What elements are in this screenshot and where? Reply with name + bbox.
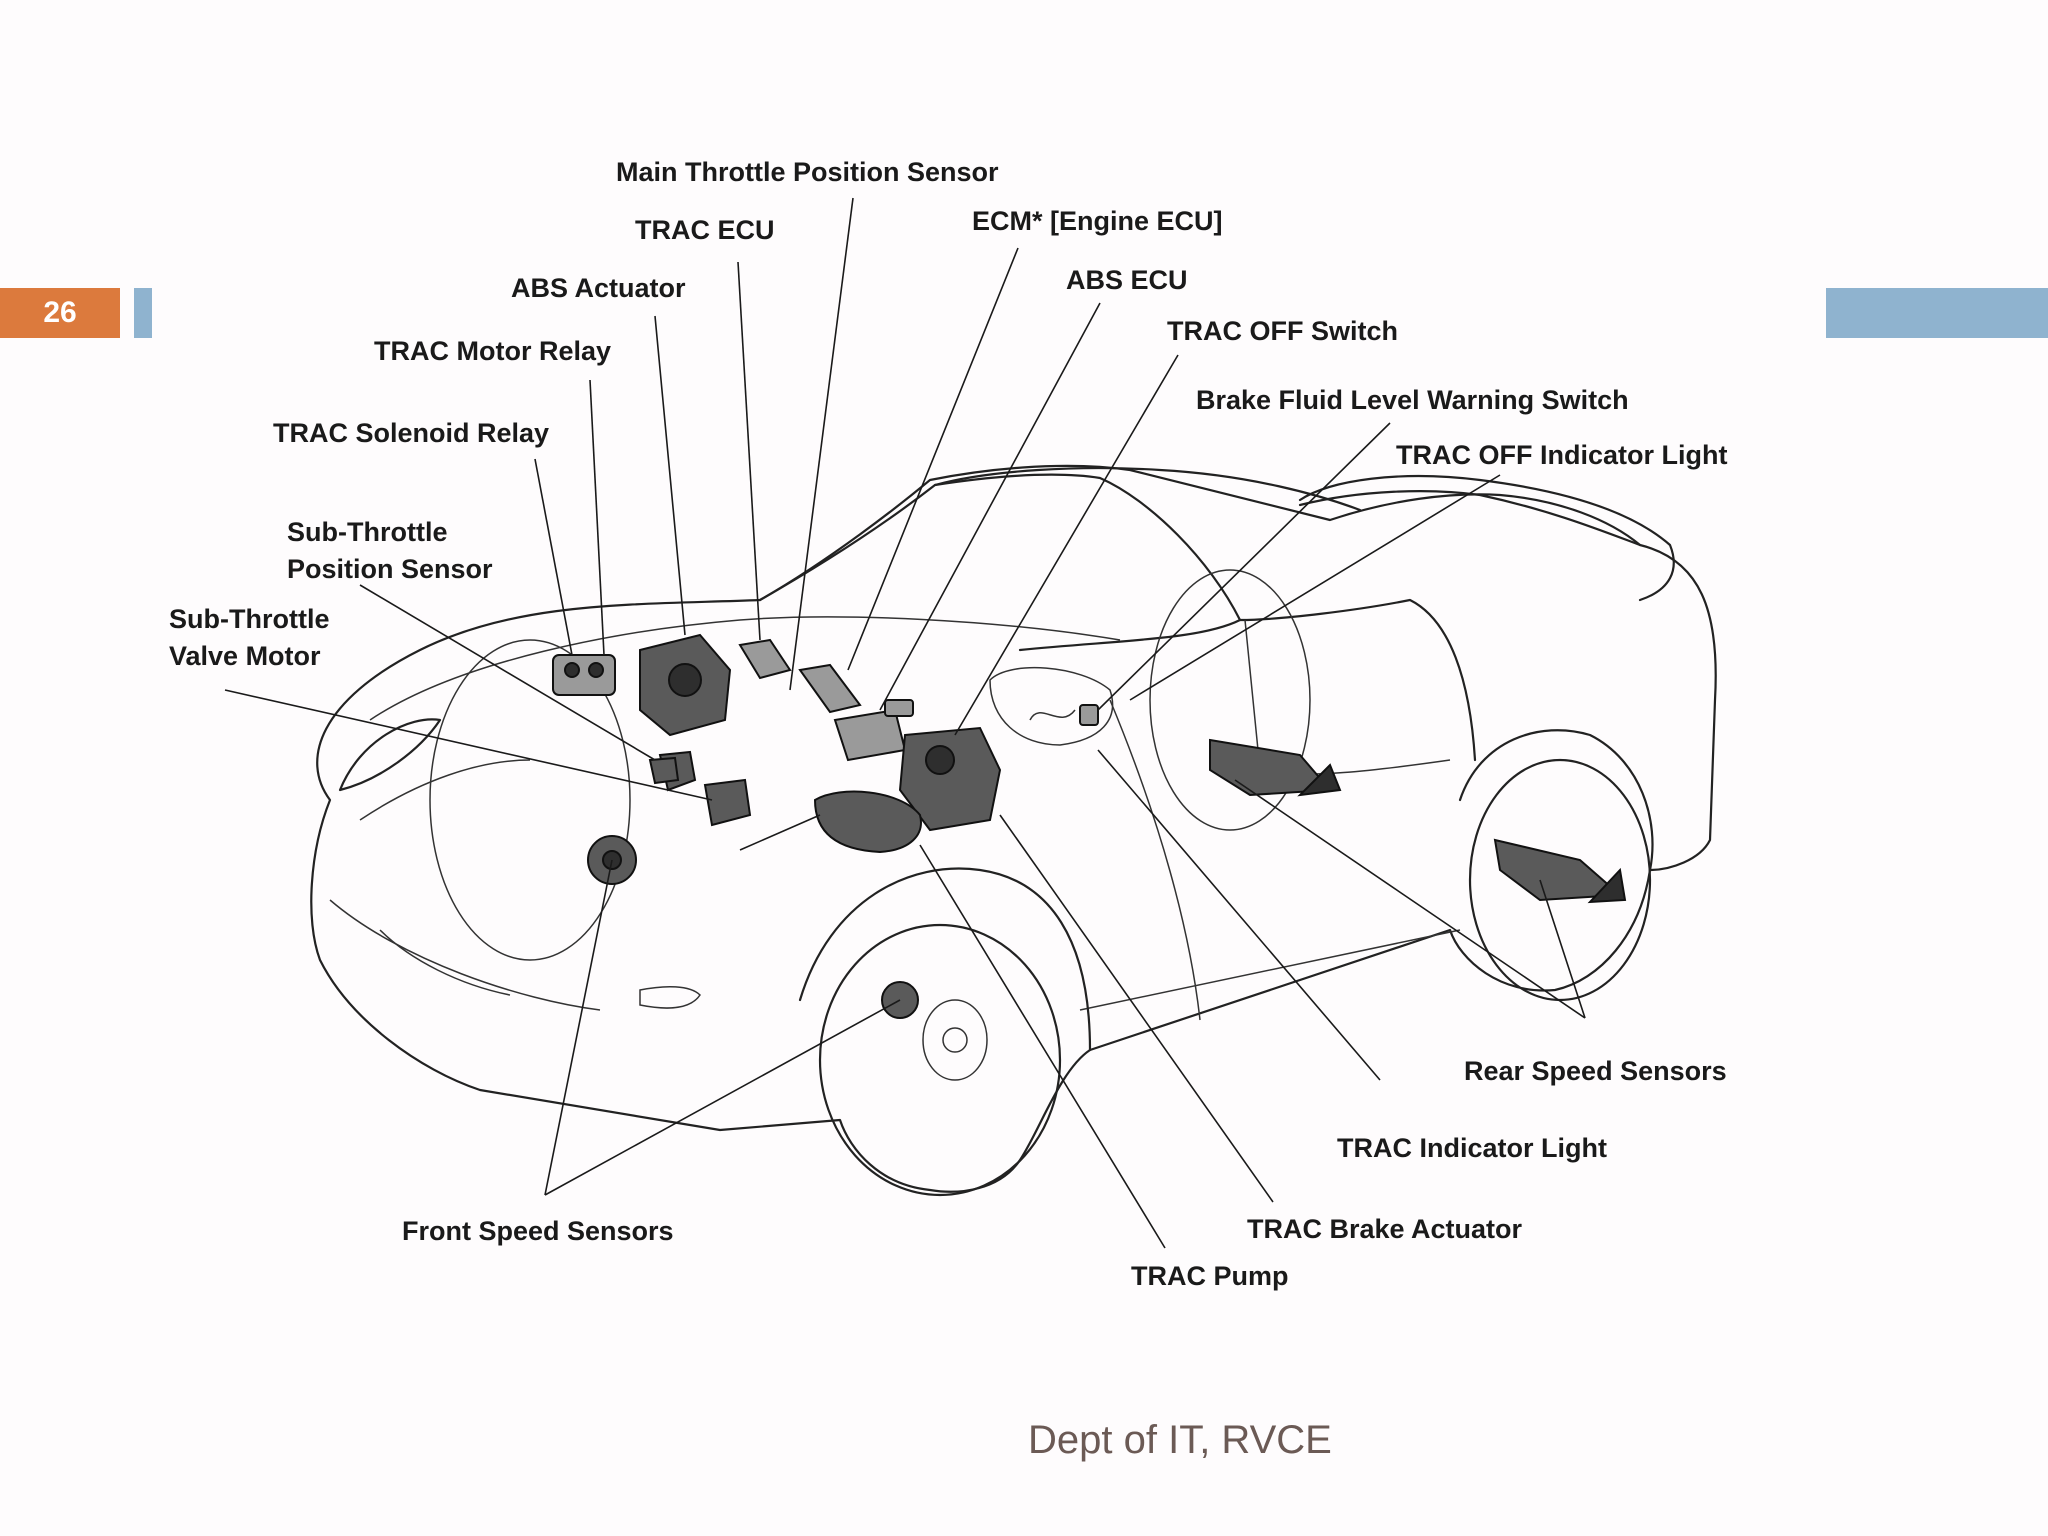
label-trac-pump: TRAC Pump (1131, 1261, 1289, 1291)
label-abs-ecu: ABS ECU (1066, 265, 1188, 295)
car-outline (310, 464, 1717, 1197)
label-trac-motor-relay: TRAC Motor Relay (374, 336, 611, 366)
label-trac-off-switch: TRAC OFF Switch (1167, 316, 1398, 346)
label-trac-brake-actuator: TRAC Brake Actuator (1247, 1214, 1523, 1244)
callout-labels: Main Throttle Position Sensor TRAC ECU E… (169, 157, 1727, 1291)
label-brake-fluid-level-warning-switch: Brake Fluid Level Warning Switch (1196, 385, 1629, 415)
label-trac-solenoid-relay: TRAC Solenoid Relay (273, 418, 549, 448)
label-abs-actuator: ABS Actuator (511, 273, 686, 303)
accent-bar-right (1826, 288, 2048, 338)
label-trac-ecu: TRAC ECU (635, 215, 775, 245)
label-rear-speed-sensors: Rear Speed Sensors (1464, 1056, 1727, 1086)
accent-bar-left (134, 288, 152, 338)
label-main-throttle-position-sensor: Main Throttle Position Sensor (616, 157, 999, 187)
label-sub-throttle-position-sensor-line2: Position Sensor (287, 554, 493, 584)
footer-text: Dept of IT, RVCE (1028, 1418, 1332, 1462)
label-sub-throttle-position-sensor-line1: Sub-Throttle (287, 517, 447, 547)
label-trac-indicator-light: TRAC Indicator Light (1337, 1133, 1607, 1163)
label-front-speed-sensors: Front Speed Sensors (402, 1216, 674, 1246)
label-trac-off-indicator-light: TRAC OFF Indicator Light (1396, 440, 1727, 470)
page-number: 26 (43, 296, 77, 329)
label-ecm-engine-ecu: ECM* [Engine ECU] (972, 206, 1223, 236)
label-sub-throttle-valve-motor-line2: Valve Motor (169, 641, 321, 671)
leader-lines (224, 197, 1586, 1249)
components (552, 633, 1627, 1019)
page-number-badge: 26 (0, 288, 120, 338)
label-sub-throttle-valve-motor-line1: Sub-Throttle (169, 604, 329, 634)
